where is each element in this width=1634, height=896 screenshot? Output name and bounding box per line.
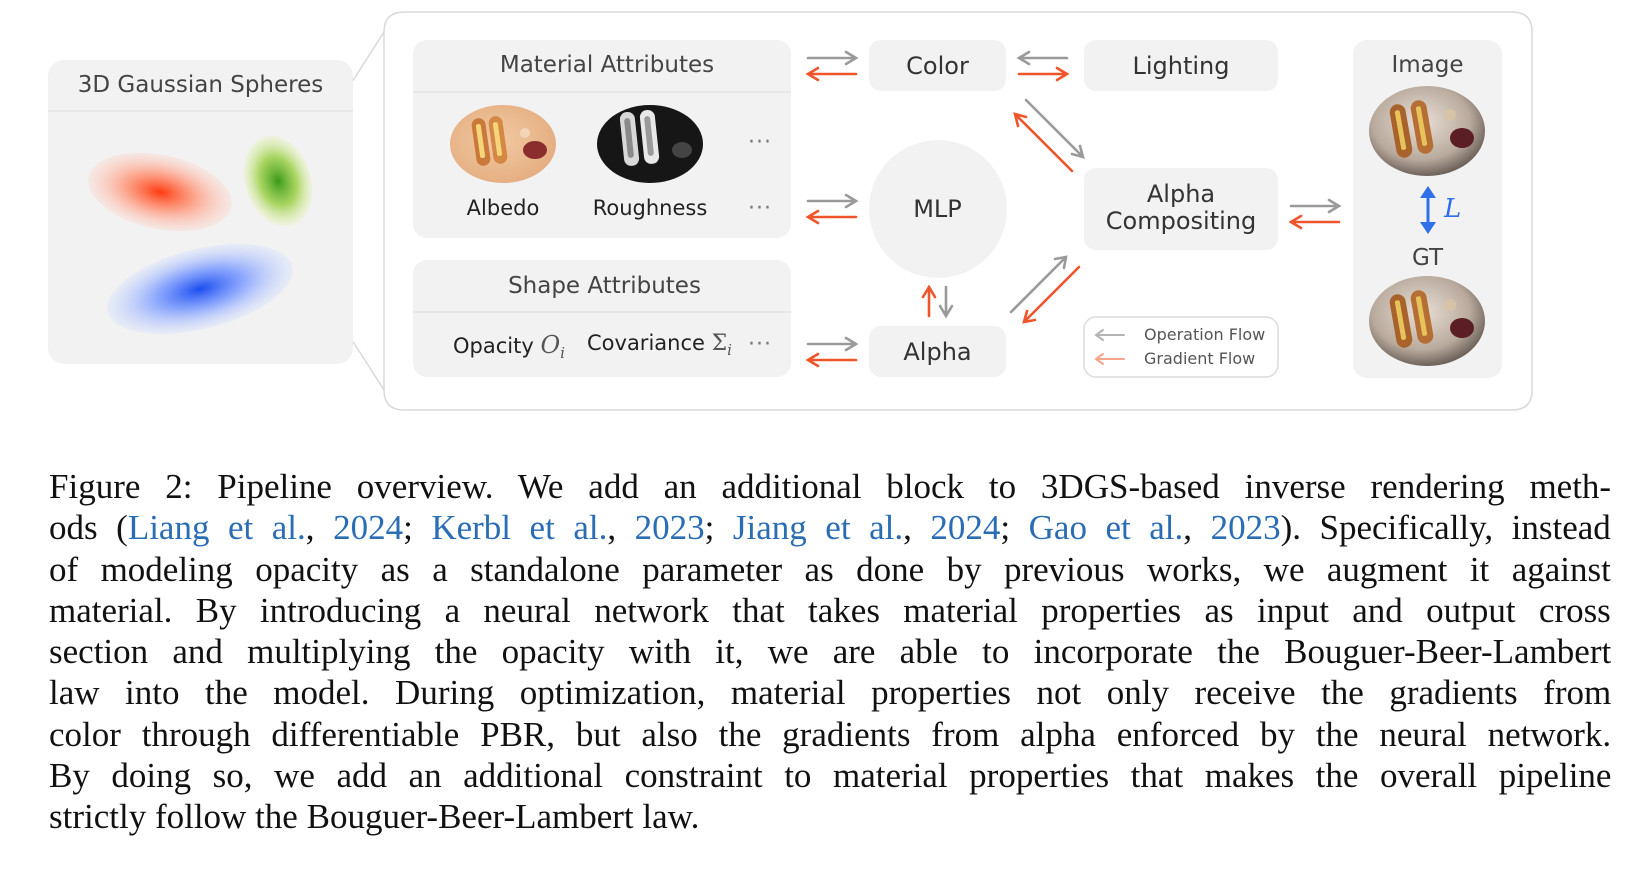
blue-gaussian [107,243,293,335]
legend-operation-label: Operation Flow [1144,325,1266,344]
citation-jiang-author[interactable]: Jiang et al. [732,508,904,548]
pipeline-diagram [48,11,1533,411]
loss-arrow [1420,186,1436,234]
alpha-node: Alpha [903,337,972,366]
green-gaussian [243,136,313,226]
legend-gradient-label: Gradient Flow [1144,349,1256,368]
albedo-image [450,105,556,183]
compositing-line1: Alpha [1146,180,1216,208]
gaussian-panel-title: 3D Gaussian Spheres [77,72,324,98]
callout-line-top [351,31,385,83]
covariance-label-group: Covariance Σi [587,331,732,359]
material-ellipsis-top: ··· [748,130,772,155]
caption-line-8: By doing so, we add an additional constr… [49,756,1612,796]
caption-line-2-pre: ods ( [49,508,128,548]
citation-gao-author[interactable]: Gao et al. [1028,508,1184,548]
albedo-label: Albedo [466,196,540,220]
caption-line-7: color through differentiable PBR, but al… [49,714,1612,754]
legend-operation-arrow [1094,329,1125,341]
opacity-symbol: O [540,331,561,359]
compositing-line2: Compositing [1105,207,1257,235]
rendered-image [1369,86,1485,176]
alpha-compositing-arrows [1009,255,1081,324]
covariance-symbol: Σ [711,331,728,356]
image-title: Image [1391,52,1464,78]
citation-liang-author[interactable]: Liang et al. [127,508,306,548]
caption-line-3: of modeling opacity as a standalone para… [49,549,1611,589]
caption-line-1: Figure 2: Pipeline overview. We add an a… [49,467,1612,506]
opacity-label-group: Opacity Oi [453,331,565,362]
figure-caption: Figure 2: Pipeline overview. We add an a… [49,466,1611,838]
lighting-color-arrows [1016,50,1070,82]
opacity-subscript: i [560,344,565,363]
color-node: Color [906,51,969,80]
caption-line-4: material. By introducing a neural networ… [49,590,1611,630]
lighting-node-bg [1084,40,1278,91]
material-color-arrows [805,50,859,82]
gt-title: GT [1411,245,1444,271]
legend-gradient-arrow [1094,353,1125,365]
shape-panel-title: Shape Attributes [508,273,701,299]
citation-kerbl-author[interactable]: Kerbl et al. [431,508,608,548]
alpha-node-bg [869,326,1006,377]
lighting-node: Lighting [1132,51,1230,80]
mlp-alpha-arrows [921,284,954,319]
citation-gao-year[interactable]: 2023 [1210,508,1281,548]
citation-liang-year[interactable]: 2024 [333,508,404,548]
color-compositing-arrows [1013,98,1085,173]
caption-line-9: strictly follow the Bouguer-Beer-Lambert… [49,797,700,837]
caption-line-5: section and multiplying the opacity with… [49,632,1612,672]
ground-truth-image [1369,276,1485,366]
compositing-node: Alpha Compositing [1084,181,1278,235]
mlp-node: MLP [913,194,962,223]
shape-panel [413,260,791,377]
opacity-label: Opacity [453,334,534,358]
caption-line-2-post: ). Specifically, instead [1280,508,1611,548]
citation-kerbl-year[interactable]: 2023 [634,508,705,548]
shape-alpha-arrows [805,336,859,368]
material-panel-title: Material Attributes [499,52,715,78]
compositing-node-bg [1084,168,1278,250]
caption-line-2: ods (Liang et al., 2024; Kerbl et al., 2… [49,508,1611,548]
material-ellipsis-bottom: ··· [748,196,772,221]
mlp-node-bg [869,140,1007,278]
roughness-image [597,105,703,183]
citation-jiang-year[interactable]: 2024 [930,508,1001,548]
caption-line-6: law into the model. During optimization,… [49,673,1612,713]
material-mlp-arrows [805,193,859,225]
shape-ellipsis: ··· [748,332,772,357]
red-gaussian [88,152,232,232]
color-node-bg [869,40,1006,91]
covariance-subscript: i [727,341,732,360]
callout-line-bottom [351,339,385,391]
covariance-label: Covariance [587,331,705,355]
compositing-image-arrows [1288,198,1342,230]
legend-box [1083,316,1279,378]
roughness-label: Roughness [592,196,708,220]
loss-symbol: L [1444,194,1462,224]
